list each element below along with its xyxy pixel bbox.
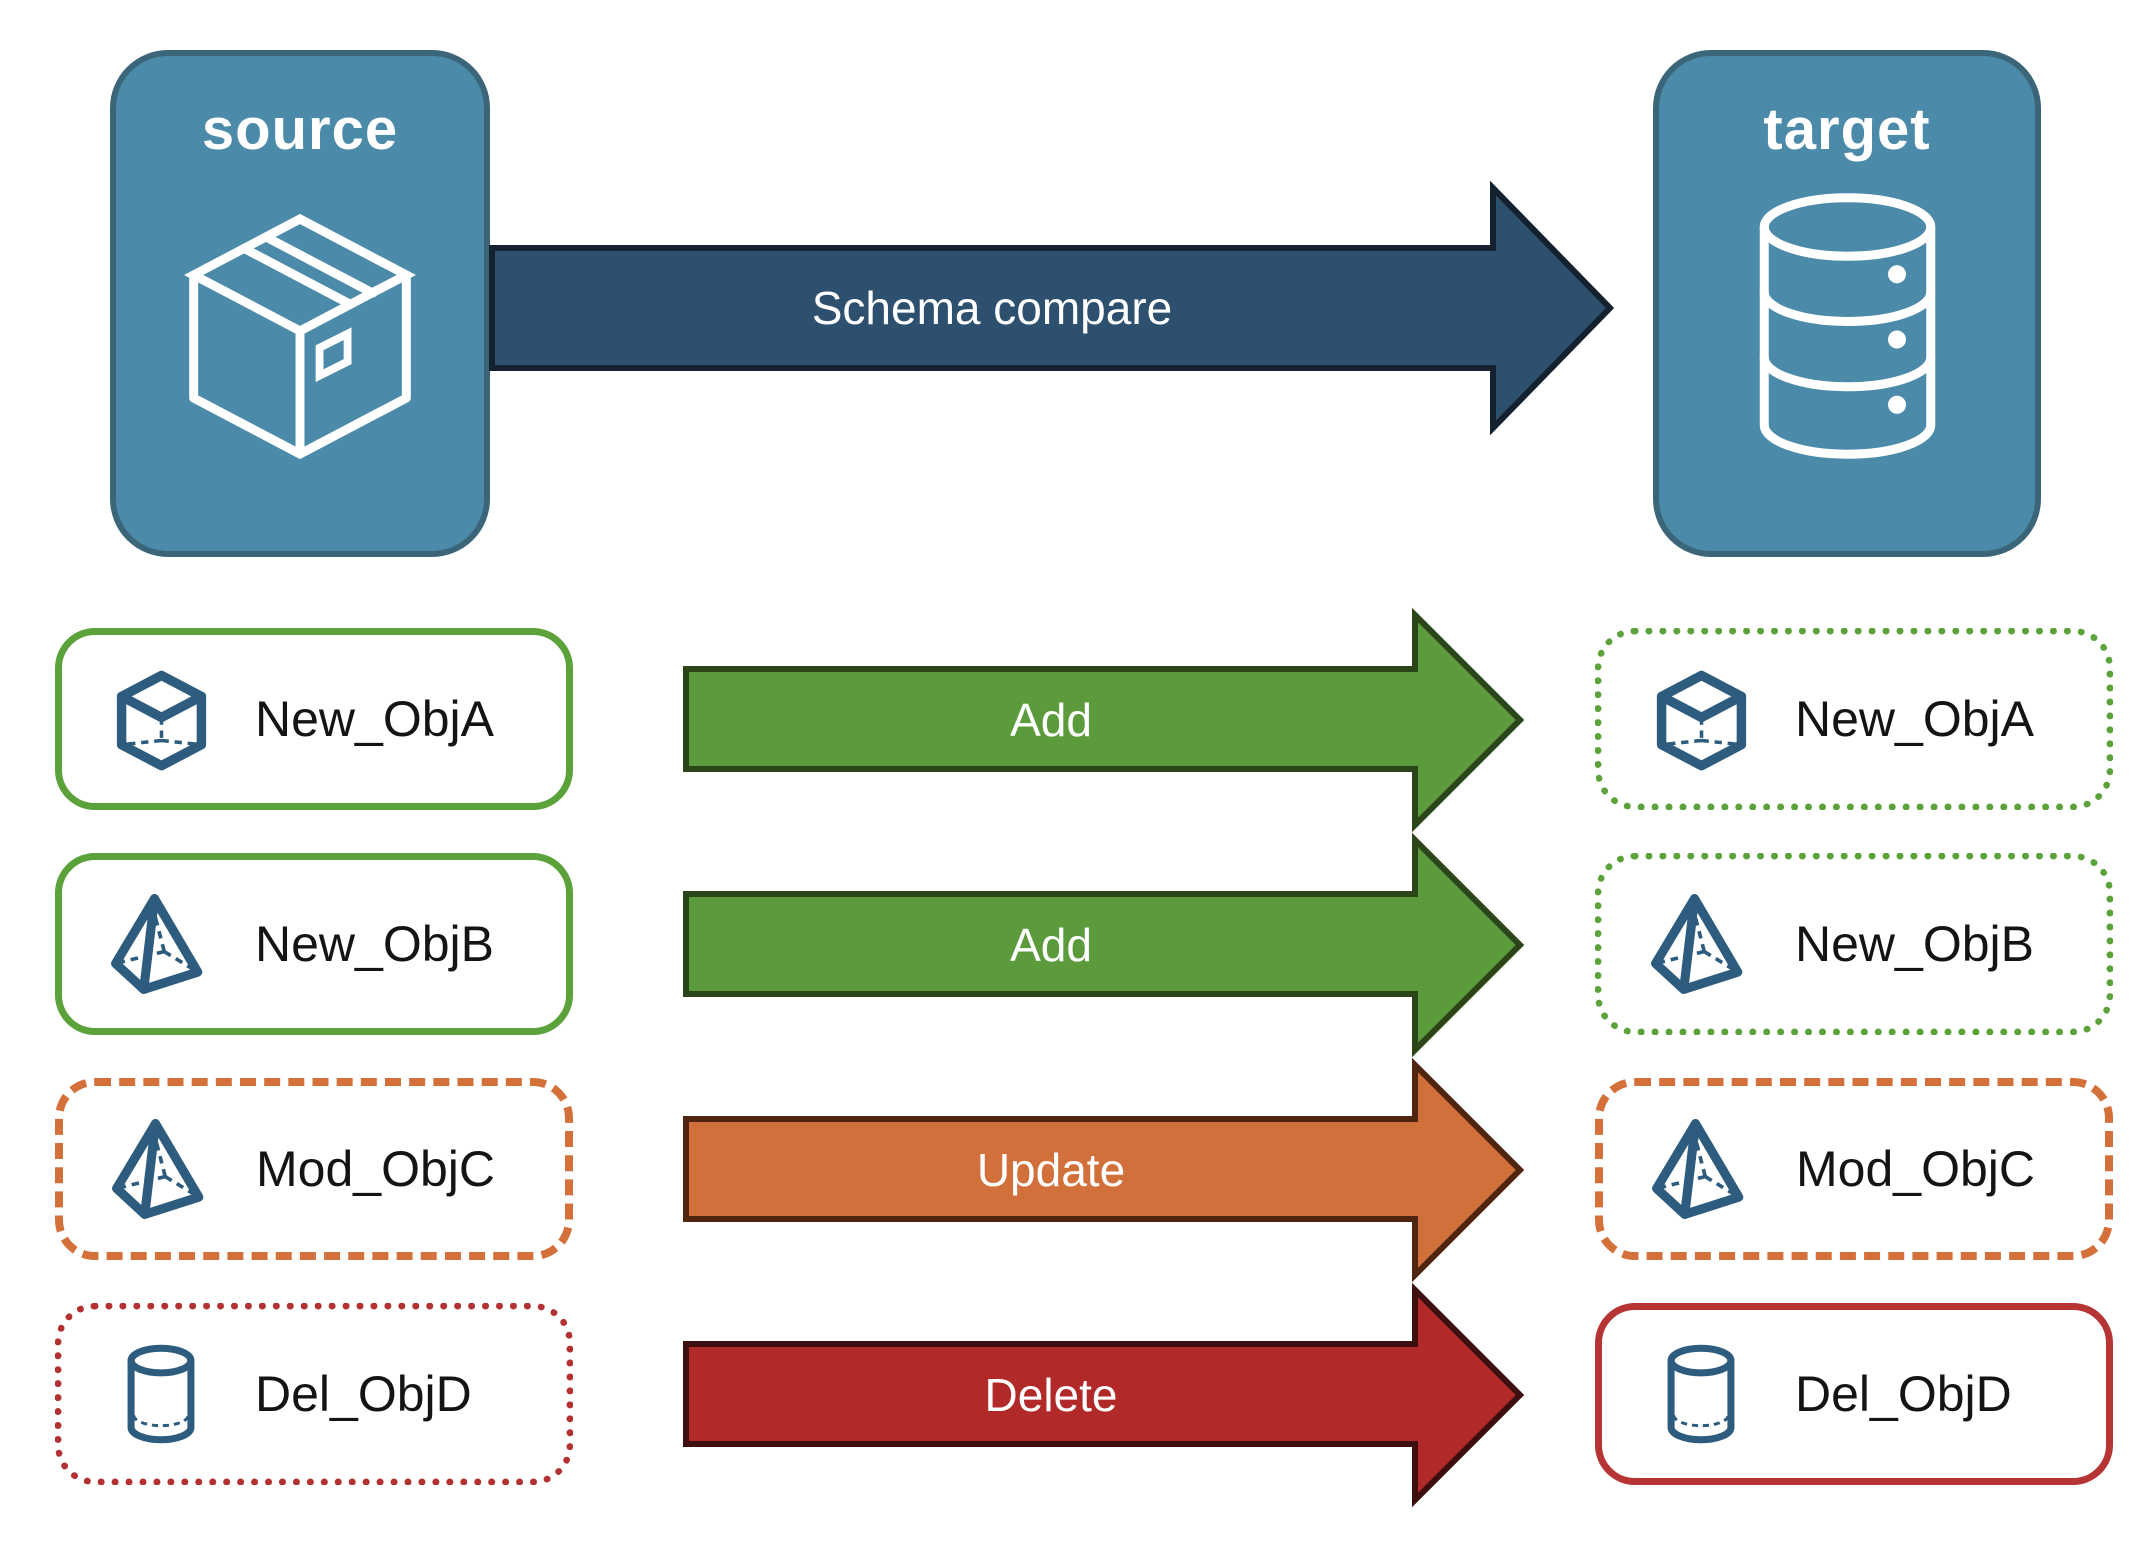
add-arrow-label: Add: [1010, 694, 1092, 746]
object-label: Del_ObjD: [255, 1366, 472, 1422]
database-icon: [1759, 193, 1935, 459]
target-object-card-mod-objc: Mod_ObjC: [1595, 1078, 2113, 1260]
pyramid-icon: [1648, 1115, 1756, 1223]
cylinder-icon: [1647, 1341, 1755, 1447]
target-node: target: [1653, 50, 2041, 557]
cylinder-icon: [107, 1341, 215, 1447]
cube-icon: [107, 667, 215, 772]
source-node: source: [110, 50, 490, 557]
add-arrow-row2: Add: [683, 832, 1525, 1058]
add-arrow-row1: Add: [683, 607, 1525, 833]
update-arrow-shape: [683, 1057, 1525, 1283]
package-icon: [184, 213, 416, 460]
source-object-card-mod-objc: Mod_ObjC: [55, 1078, 573, 1260]
cube-icon: [1647, 667, 1755, 772]
source-object-card-del-objd: Del_ObjD: [55, 1303, 573, 1485]
source-object-card-new-objb: New_ObjB: [55, 853, 573, 1035]
update-arrow-label: Update: [977, 1144, 1125, 1196]
pyramid-icon: [108, 1115, 216, 1223]
object-label: Mod_ObjC: [1796, 1141, 2035, 1197]
add-arrow-label: Add: [1010, 919, 1092, 971]
source-object-card-new-obja: New_ObjA: [55, 628, 573, 810]
update-arrow-row3: Update: [683, 1057, 1525, 1283]
source-label: source: [201, 97, 399, 162]
schema-compare-arrow: Schema compare: [489, 180, 1615, 436]
object-label: Del_ObjD: [1795, 1366, 2012, 1422]
delete-arrow-label: Delete: [985, 1369, 1118, 1421]
object-label: New_ObjA: [1795, 691, 2034, 747]
object-label: New_ObjB: [1795, 916, 2034, 972]
object-label: Mod_ObjC: [256, 1141, 495, 1197]
schema-compare-label: Schema compare: [812, 282, 1173, 334]
delete-arrow-shape: [683, 1282, 1525, 1508]
schema-compare-arrow-shape: [489, 180, 1615, 436]
add-arrow-shape: [683, 607, 1525, 833]
delete-arrow-row4: Delete: [683, 1282, 1525, 1508]
pyramid-icon: [1647, 890, 1755, 998]
add-arrow-shape: [683, 832, 1525, 1058]
object-label: New_ObjA: [255, 691, 494, 747]
pyramid-icon: [107, 890, 215, 998]
target-object-card-del-objd: Del_ObjD: [1595, 1303, 2113, 1485]
object-label: New_ObjB: [255, 916, 494, 972]
target-object-card-new-objb: New_ObjB: [1595, 853, 2113, 1035]
target-label: target: [1763, 97, 1931, 162]
target-object-card-new-obja: New_ObjA: [1595, 628, 2113, 810]
